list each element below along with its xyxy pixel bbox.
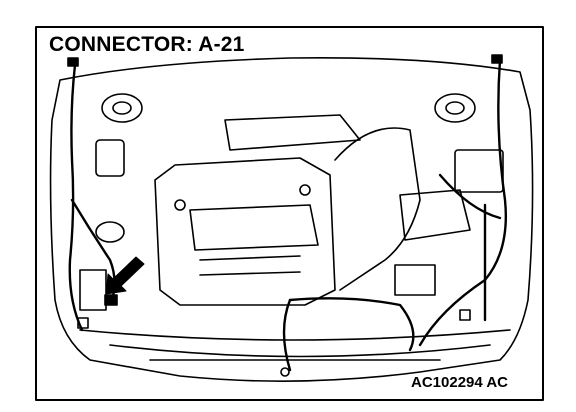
connector-bottom-left (77, 317, 89, 329)
bumper-line-2 (109, 344, 491, 358)
engine-bolt (174, 199, 186, 211)
left-reservoir (95, 139, 125, 177)
fuse-box (399, 189, 471, 241)
connector-bottom-right (459, 309, 471, 321)
engine-cover (154, 157, 336, 306)
left-battery-side (79, 269, 107, 311)
figure-code: AC102294 AC (409, 374, 510, 391)
left-harness (68, 63, 84, 332)
connector-a21 (104, 294, 118, 306)
upper-plenum (224, 114, 361, 151)
engine-rib-2 (199, 271, 301, 276)
connector-front (280, 367, 290, 377)
pointer-arrow (105, 256, 145, 295)
front-harness-drop (282, 298, 292, 372)
bumper-line (79, 329, 511, 341)
battery (454, 149, 504, 193)
battery-harness (438, 173, 502, 220)
connector-top-right (491, 54, 503, 64)
engine-bolt-2 (299, 184, 311, 196)
connector-title: CONNECTOR: A-21 (46, 33, 248, 57)
right-relay (394, 264, 436, 296)
right-strut-tower (434, 93, 476, 123)
front-harness (288, 297, 415, 352)
left-strut-tower-inner (112, 101, 132, 115)
figure-border (35, 26, 544, 401)
engine-rib (199, 255, 301, 261)
intake-manifold (189, 204, 319, 251)
right-harness (418, 58, 507, 347)
engine-bay-outline (49, 56, 534, 382)
connector-top-left (67, 57, 79, 67)
right-strut-tower-inner (445, 101, 465, 115)
left-cap (95, 221, 125, 243)
left-strut-tower (101, 93, 143, 123)
